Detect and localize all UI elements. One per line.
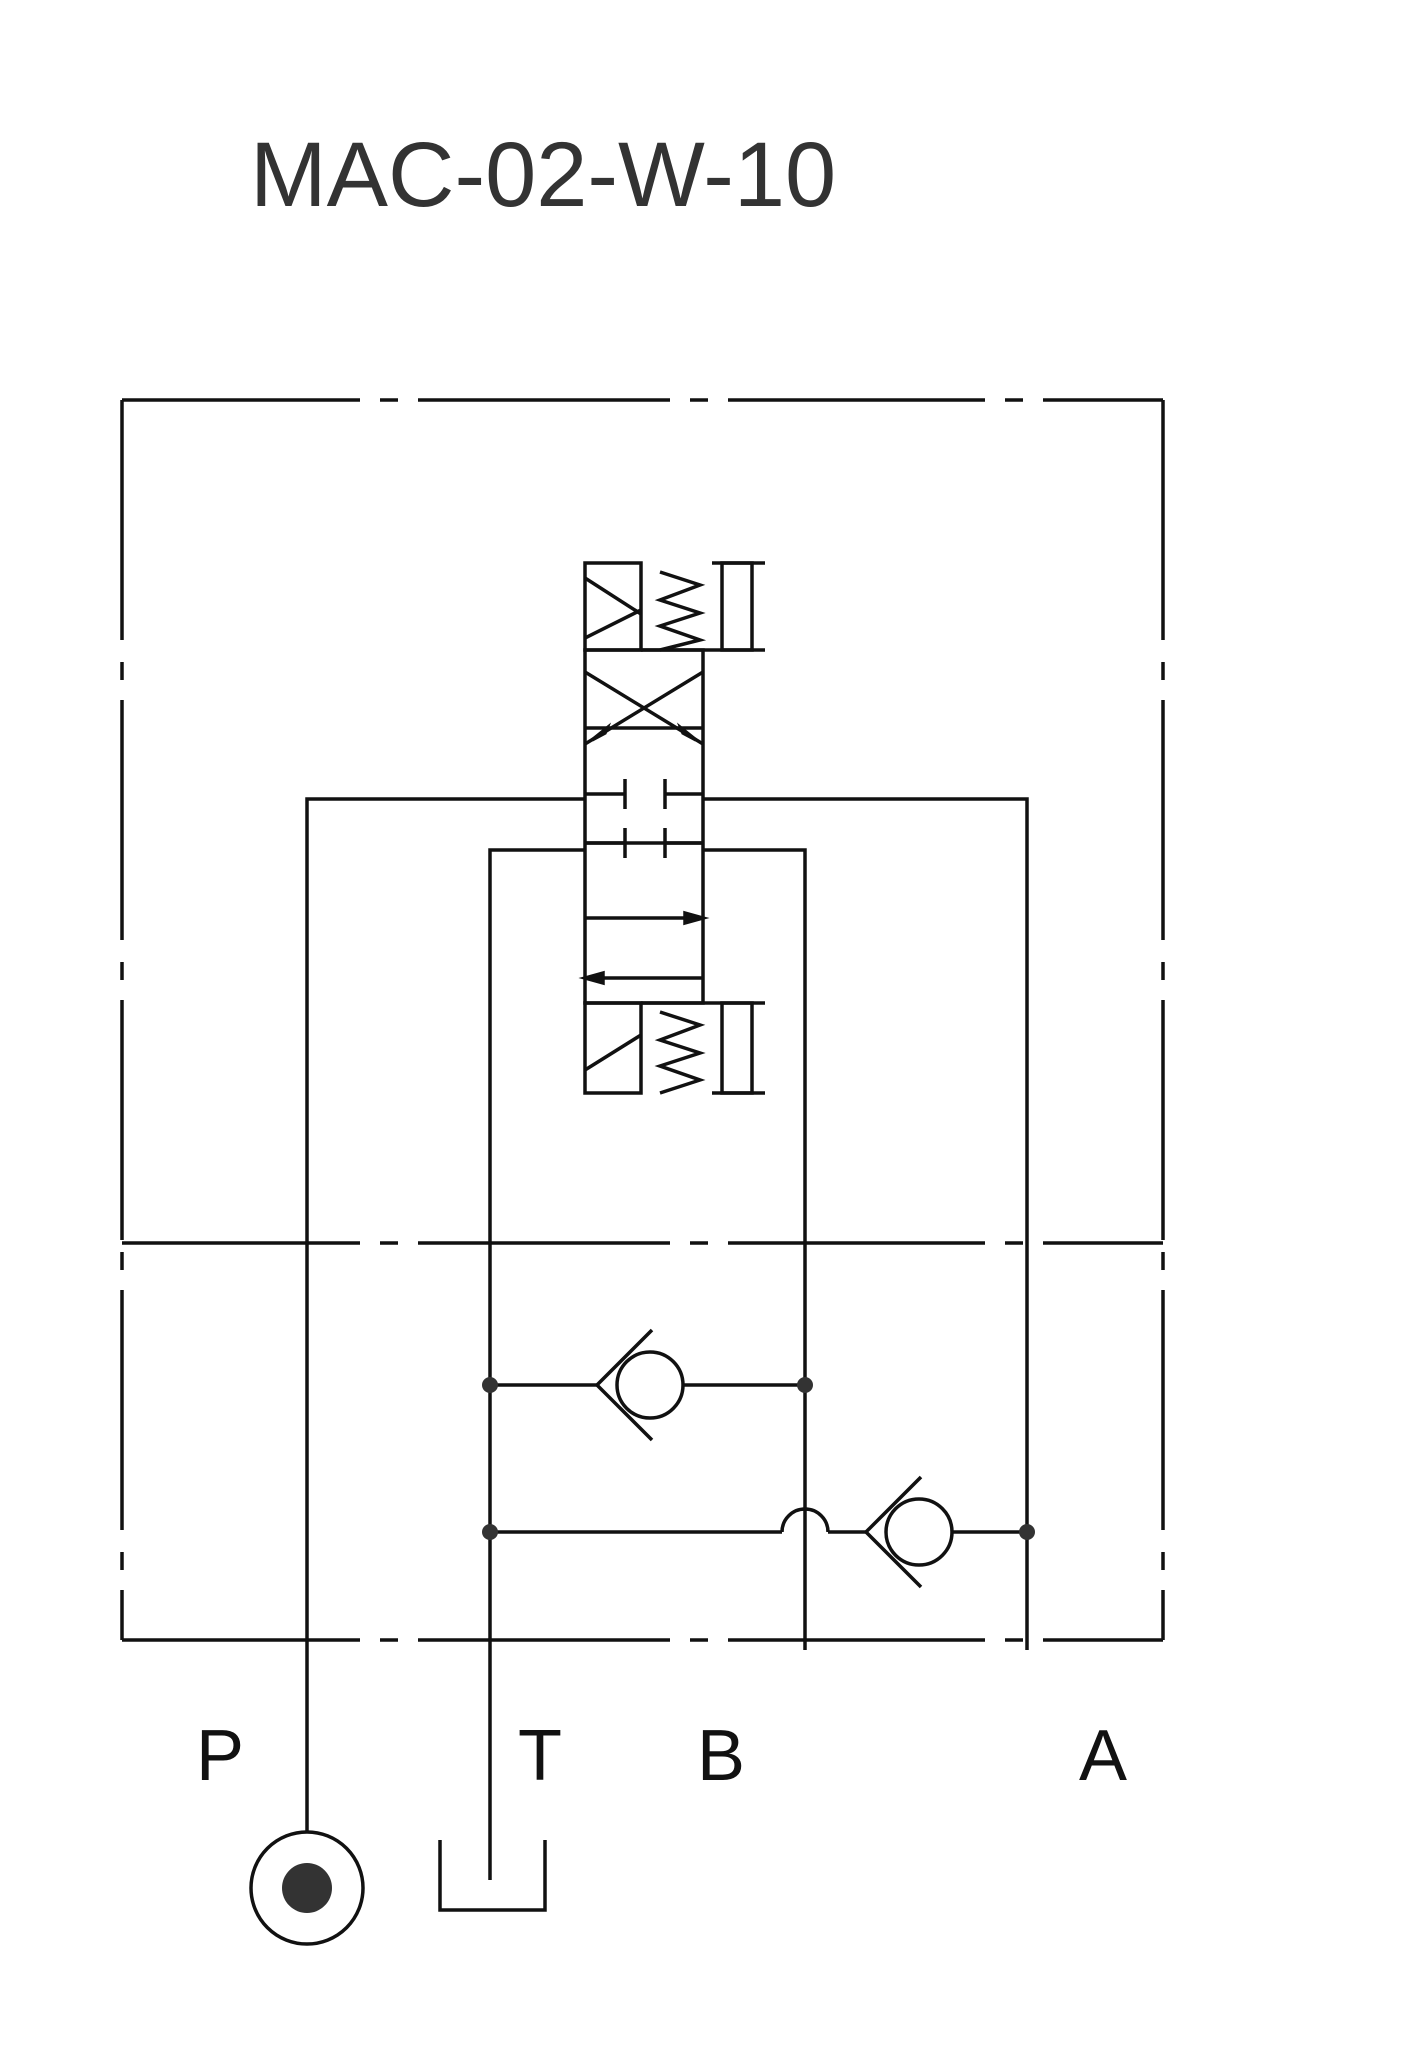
solenoid-icon xyxy=(720,561,754,652)
port-label-a: A xyxy=(1079,1716,1127,1796)
port-label-p: P xyxy=(196,1716,244,1796)
valve-enclosure-lower xyxy=(120,1252,1165,1642)
crossed-flow-envelope xyxy=(584,670,704,746)
pump-center-icon xyxy=(282,1863,332,1913)
check-ball-icon xyxy=(615,1350,685,1420)
flow-lines xyxy=(305,797,1029,1880)
tank-symbol xyxy=(438,1840,547,1912)
check-ball-icon xyxy=(884,1497,954,1567)
top-actuator xyxy=(583,561,765,652)
bottom-actuator xyxy=(583,1001,765,1095)
spring-icon xyxy=(654,570,707,652)
valve-enclosure-upper xyxy=(120,398,1165,1245)
port-label-b: B xyxy=(697,1716,745,1796)
pilot-check-valves xyxy=(490,1328,1027,1589)
port-label-t: T xyxy=(518,1716,562,1796)
directional-valve xyxy=(578,561,765,1095)
junction-dots xyxy=(282,1377,1035,1913)
solenoid-icon xyxy=(720,1001,754,1095)
diagram-title: MAC-02-W-10 xyxy=(250,124,836,226)
pump-symbol xyxy=(249,1830,365,1946)
parallel-flow-envelope xyxy=(578,910,710,986)
closed-center-envelope xyxy=(585,779,703,858)
spring-icon xyxy=(654,1010,706,1095)
